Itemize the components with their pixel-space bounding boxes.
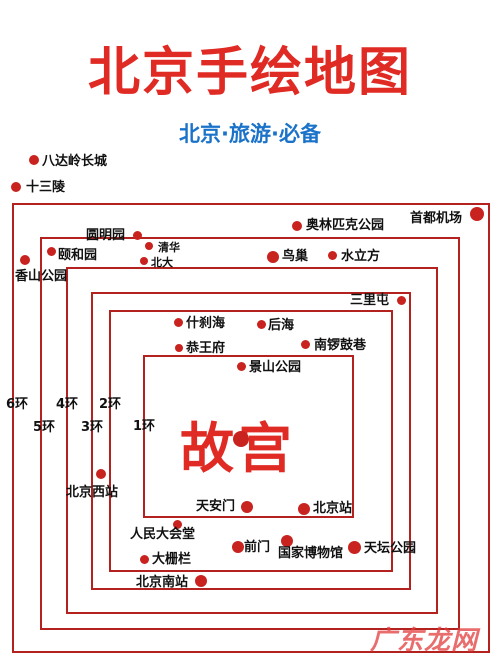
place-marker	[267, 251, 279, 263]
place-label: 南锣鼓巷	[314, 338, 367, 353]
place-marker	[237, 362, 246, 371]
place-label: 人民大会堂	[130, 527, 196, 542]
place-marker	[301, 340, 310, 349]
place-marker	[257, 320, 266, 329]
ring-label-5: 5环	[33, 420, 56, 435]
ring-label-1: 1环	[133, 419, 156, 434]
place-label: 北京南站	[136, 575, 189, 590]
place-label: 后海	[268, 318, 295, 333]
place-label: 天安门	[196, 499, 236, 514]
place-label: 恭王府	[186, 341, 226, 356]
map-subtitle: 北京·旅游·必备	[179, 122, 321, 146]
place-label: 前门	[244, 540, 271, 555]
ring-road-3	[91, 292, 411, 590]
place-label: 颐和园	[58, 248, 98, 263]
place-marker	[470, 207, 484, 221]
place-marker	[11, 182, 21, 192]
place-label: 北京西站	[66, 485, 119, 500]
ring-road-4	[66, 267, 438, 614]
ring-road-5	[40, 237, 460, 630]
place-label: 国家博物馆	[278, 546, 344, 561]
place-marker	[140, 555, 149, 564]
ring-road-6	[12, 203, 490, 653]
place-marker	[175, 344, 183, 352]
place-label: 奥林匹克公园	[306, 218, 385, 233]
place-marker	[96, 469, 106, 479]
ring-label-6: 6环	[6, 397, 29, 412]
place-marker	[173, 520, 182, 529]
place-label: 北大	[151, 256, 173, 269]
place-marker	[140, 257, 148, 265]
place-marker	[328, 251, 337, 260]
place-label: 什刹海	[186, 316, 226, 331]
place-label: 天坛公园	[364, 541, 417, 556]
place-marker	[298, 503, 310, 515]
ring-label-2: 2环	[99, 397, 122, 412]
place-label: 十三陵	[26, 180, 66, 195]
place-marker	[281, 535, 293, 547]
place-label: 香山公园	[15, 269, 68, 284]
place-marker	[133, 231, 142, 240]
place-marker	[397, 296, 406, 305]
place-label: 圆明园	[86, 228, 126, 243]
place-marker	[232, 541, 244, 553]
ring-road-2	[109, 310, 393, 572]
ring-label-3: 3环	[81, 420, 104, 435]
place-marker	[174, 318, 183, 327]
map-title: 北京手绘地图	[87, 43, 412, 103]
watermark-logo: 广东龙网	[370, 626, 479, 656]
place-label: 水立方	[341, 249, 381, 264]
place-label: 首都机场	[410, 211, 463, 226]
place-marker	[348, 541, 361, 554]
forbidden-city-label: 故宫	[180, 417, 296, 480]
place-label: 大栅栏	[152, 552, 192, 567]
place-label: 三里屯	[350, 293, 390, 308]
place-marker	[20, 255, 30, 265]
ring-road-1	[143, 355, 354, 518]
place-marker	[241, 501, 253, 513]
place-label: 景山公园	[249, 360, 302, 375]
place-label: 鸟巢	[282, 249, 309, 264]
ring-label-4: 4环	[56, 397, 79, 412]
place-marker	[145, 242, 153, 250]
forbidden-city-marker	[233, 431, 249, 447]
place-marker	[47, 247, 56, 256]
place-marker	[195, 575, 207, 587]
place-marker	[29, 155, 39, 165]
place-label: 清华	[158, 241, 180, 254]
place-label: 北京站	[313, 501, 353, 516]
place-marker	[292, 221, 302, 231]
place-label: 八达岭长城	[42, 154, 108, 169]
